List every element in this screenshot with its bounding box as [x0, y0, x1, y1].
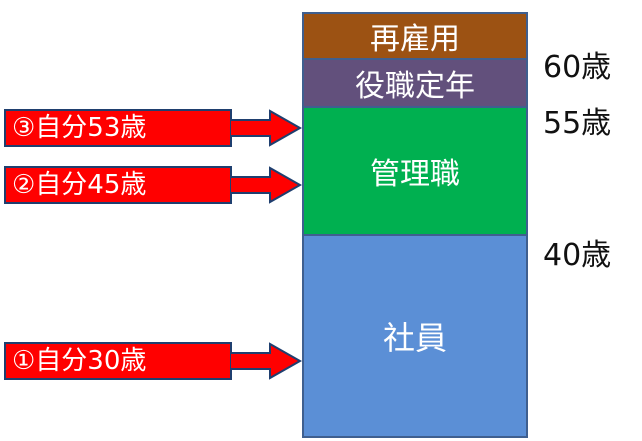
callout-self-45: ②自分45歳: [4, 166, 232, 204]
age-label-55: 55歳: [543, 106, 612, 141]
segment-kanrishoku: 管理職: [304, 108, 526, 236]
age-label-40: 40歳: [543, 238, 612, 273]
segment-shain: 社員: [304, 236, 526, 436]
career-stack: 再雇用 役職定年 管理職 社員: [302, 12, 528, 438]
arrow-right-icon: [230, 342, 302, 380]
arrow-right-icon: [230, 109, 302, 147]
callout-self-53: ③自分53歳: [4, 109, 232, 147]
callout-self-30: ①自分30歳: [4, 342, 232, 380]
arrow-right-icon: [230, 166, 302, 204]
segment-yakushoku-teinen: 役職定年: [304, 60, 526, 108]
age-label-60: 60歳: [543, 50, 612, 85]
segment-rehire: 再雇用: [304, 14, 526, 60]
